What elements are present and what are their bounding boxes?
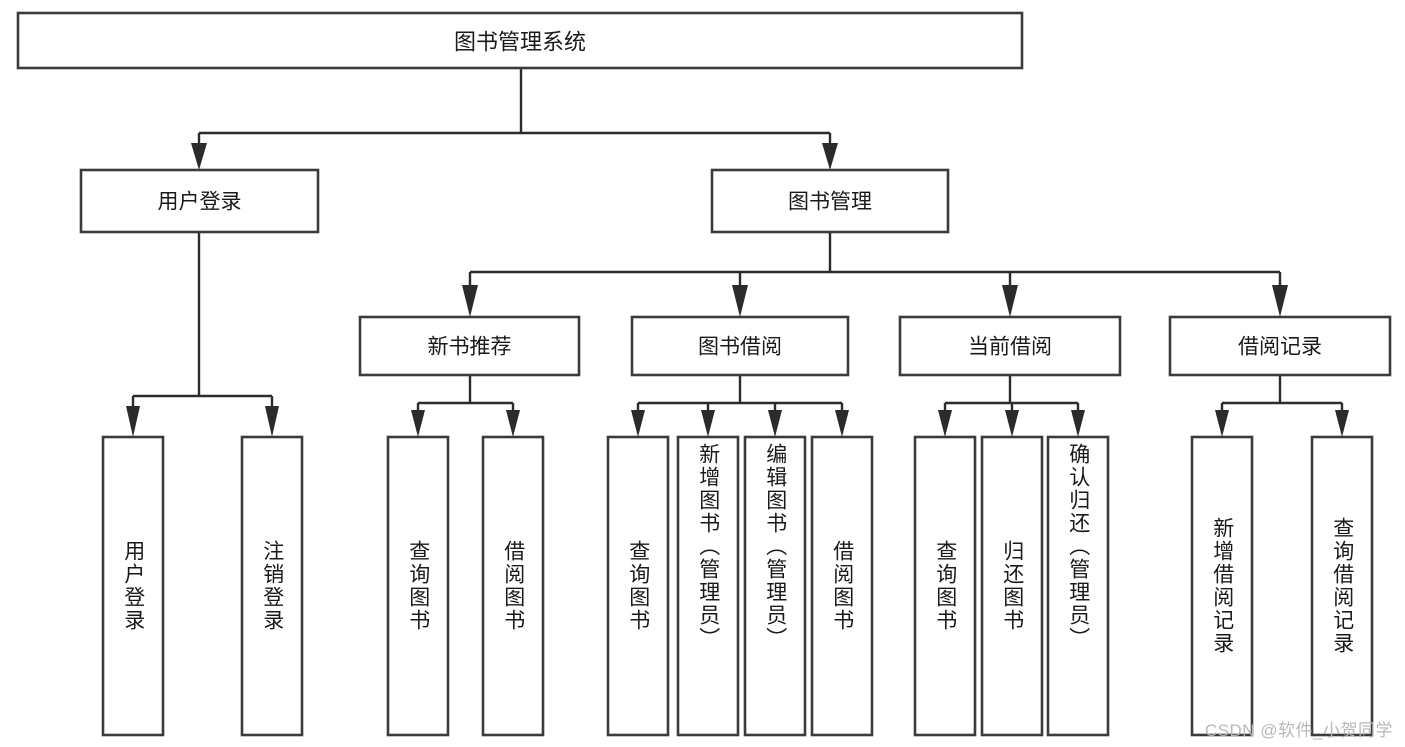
node-book-borrow-label: 图书借阅 xyxy=(698,336,782,359)
arrowhead-leaf-5 xyxy=(631,410,645,437)
arrowhead-leaf-3 xyxy=(411,410,425,437)
node-current-borrow[interactable]: 当前借阅 xyxy=(898,315,1122,377)
leaf-box-borrow-book-2[interactable] xyxy=(810,435,874,737)
arrowhead-leaf-13 xyxy=(1335,410,1349,437)
leaf-box-add-book-admin[interactable] xyxy=(676,435,740,737)
node-borrow-record[interactable]: 借阅记录 xyxy=(1168,315,1392,377)
leaf-box-layer xyxy=(101,435,1374,737)
leaf-box-return-book[interactable] xyxy=(980,435,1044,737)
leaf-box-user-login[interactable] xyxy=(101,435,165,737)
node-user-login[interactable]: 用户登录 xyxy=(79,168,320,234)
arrowhead-user-login xyxy=(191,143,207,170)
node-current-borrow-box[interactable] xyxy=(898,315,1122,377)
leaf-box-borrow-book-1[interactable] xyxy=(481,435,545,737)
node-book-borrow[interactable]: 图书借阅 xyxy=(630,315,850,377)
arrowhead-leaf-4 xyxy=(506,410,520,437)
arrowhead-leaf-12 xyxy=(1215,410,1229,437)
node-root[interactable]: 图书管理系统 xyxy=(16,11,1024,70)
node-book-management-label: 图书管理 xyxy=(788,191,872,214)
node-new-book-recommend-label: 新书推荐 xyxy=(428,336,512,359)
arrowhead-current-borrow xyxy=(1002,285,1018,317)
arrowhead-leaf-10 xyxy=(1005,410,1019,437)
leaf-box-query-book-1[interactable] xyxy=(386,435,450,737)
arrowhead-borrow-record xyxy=(1272,285,1288,317)
leaf-box-edit-book-admin[interactable] xyxy=(743,435,807,737)
arrowhead-leaf-1 xyxy=(126,406,140,437)
leaf-box-query-book-2[interactable] xyxy=(606,435,670,737)
leaf-box-query-book-3[interactable] xyxy=(913,435,977,737)
node-new-book-recommend[interactable]: 新书推荐 xyxy=(358,315,581,377)
node-root-box[interactable] xyxy=(16,11,1024,70)
leaf-box-add-record[interactable] xyxy=(1190,435,1254,737)
leaf-box-logout[interactable] xyxy=(240,435,304,737)
node-borrow-record-box[interactable] xyxy=(1168,315,1392,377)
node-book-management-box[interactable] xyxy=(710,168,950,234)
arrowhead-book-mgmt xyxy=(822,143,838,170)
connector-layer xyxy=(126,68,1349,437)
leaf-box-confirm-return[interactable] xyxy=(1046,435,1110,737)
arrowhead-leaf-8 xyxy=(835,410,849,437)
node-root-label: 图书管理系统 xyxy=(454,30,586,55)
node-user-login-box[interactable] xyxy=(79,168,320,234)
leaf-box-query-record[interactable] xyxy=(1310,435,1374,737)
node-book-management[interactable]: 图书管理 xyxy=(710,168,950,234)
arrowhead-new-book-rec xyxy=(462,285,478,317)
arrowhead-book-borrow xyxy=(732,285,748,317)
arrowhead-leaf-2 xyxy=(265,406,279,437)
node-current-borrow-label: 当前借阅 xyxy=(968,336,1052,359)
arrowhead-leaf-6 xyxy=(701,410,715,437)
arrowhead-leaf-7 xyxy=(768,410,782,437)
node-user-login-label: 用户登录 xyxy=(158,191,242,214)
node-new-book-recommend-box[interactable] xyxy=(358,315,581,377)
arrowhead-leaf-11 xyxy=(1071,410,1085,437)
node-book-borrow-box[interactable] xyxy=(630,315,850,377)
watermark-text: CSDN @软件_小贺同学 xyxy=(1204,721,1393,740)
node-borrow-record-label: 借阅记录 xyxy=(1238,336,1322,359)
arrowhead-leaf-9 xyxy=(938,410,952,437)
